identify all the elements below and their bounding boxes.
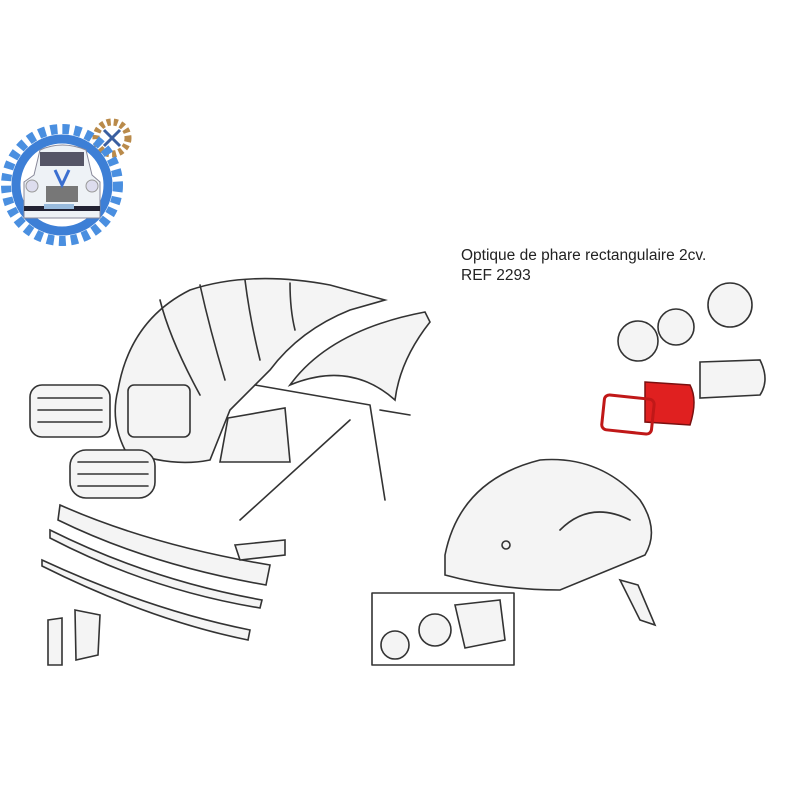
rectangular-headlamp-highlighted: [600, 381, 695, 436]
car-icon: [23, 144, 101, 219]
caption-title: Optique de phare rectangulaire 2cv.: [461, 247, 707, 264]
gear-car-logo: [1, 118, 132, 246]
bracket-part: [233, 539, 286, 561]
lamp-assembly-inset: [371, 592, 515, 666]
product-caption: Optique de phare rectangulaire 2cv. REF …: [461, 246, 706, 286]
bumper-parts: [41, 503, 271, 641]
caption-reference: REF 2293: [461, 267, 531, 284]
side-vent-part: [219, 407, 291, 463]
headlamp-parts: [617, 282, 766, 399]
large-gear-icon: [1, 124, 123, 246]
front-fender-part: [287, 311, 431, 402]
grille-part: [29, 384, 156, 499]
small-trim-part: [618, 578, 657, 627]
corner-brackets: [47, 609, 101, 666]
small-gear-icon: [92, 118, 132, 158]
rear-fender-part: [444, 458, 653, 591]
support-rods: [239, 384, 411, 521]
